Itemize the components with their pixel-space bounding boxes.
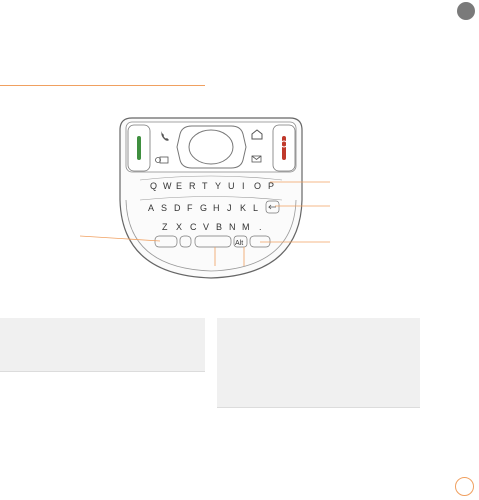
section-divider <box>0 85 205 86</box>
calendar-icon <box>155 156 169 164</box>
key-K: K <box>240 203 246 213</box>
keyboard-figure: Q W E R T Y U I O P A S D F G H J K L Z … <box>79 117 330 279</box>
note-box-left <box>0 318 205 372</box>
note-box-right <box>217 318 420 408</box>
enter-key <box>265 200 280 214</box>
keyboard-bottom-row: Alt <box>154 235 271 248</box>
key-L: L <box>253 203 258 213</box>
alt-key-label: Alt <box>235 240 243 247</box>
key-A: A <box>148 203 154 213</box>
space-key <box>194 235 232 248</box>
key-Z: Z <box>162 222 168 232</box>
key-F: F <box>187 203 193 213</box>
key-H: H <box>213 203 220 213</box>
key-N: N <box>229 222 236 232</box>
option-key <box>154 235 178 248</box>
key-J: J <box>227 203 232 213</box>
chapter-tab-marker <box>457 2 475 20</box>
key-W: W <box>163 181 172 191</box>
keyboard-row-1: Q W E R T Y U I O P <box>139 175 283 191</box>
keyboard-row-3: Z X C V B N M . <box>162 222 262 232</box>
center-button <box>188 129 234 165</box>
key-X: X <box>176 222 182 232</box>
key-M: M <box>242 222 250 232</box>
key-G: G <box>200 203 207 213</box>
alt-key <box>233 235 248 248</box>
mail-icon <box>251 155 262 163</box>
key-D: D <box>174 203 181 213</box>
key-C: C <box>190 222 197 232</box>
home-icon <box>251 129 263 140</box>
callout-lines <box>79 181 330 266</box>
key-T: T <box>202 181 208 191</box>
key-S: S <box>161 203 167 213</box>
keyboard-row-2: A S D F G H J K L <box>139 196 283 214</box>
key-O: O <box>254 181 261 191</box>
key-U: U <box>228 181 235 191</box>
key-Y: Y <box>215 181 221 191</box>
key-I: I <box>242 181 245 191</box>
key-P: P <box>268 181 274 191</box>
key-E: E <box>176 181 182 191</box>
menu-key <box>249 235 271 248</box>
key-R: R <box>189 181 196 191</box>
key-B: B <box>216 222 222 232</box>
shift-key <box>179 235 192 248</box>
phone-icon <box>161 131 169 141</box>
key-Q: Q <box>150 181 157 191</box>
key-V: V <box>203 222 209 232</box>
key-period: . <box>259 222 262 232</box>
page-number-badge <box>455 477 474 496</box>
